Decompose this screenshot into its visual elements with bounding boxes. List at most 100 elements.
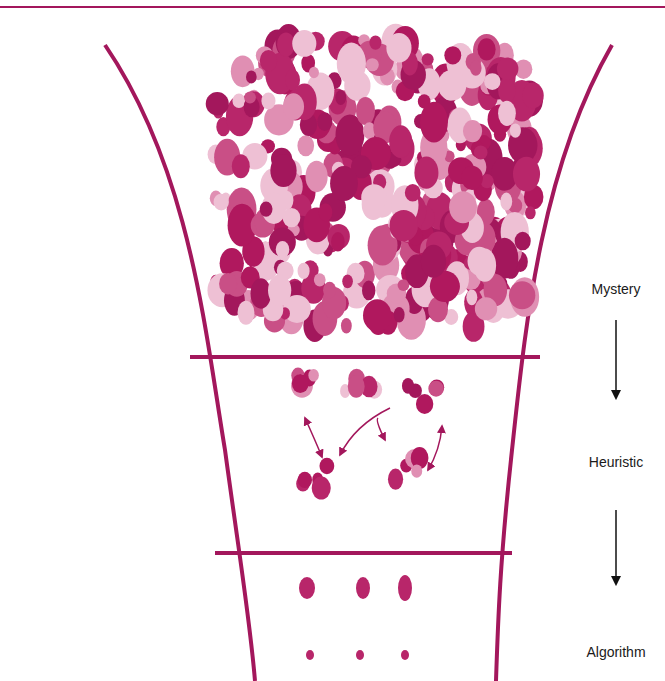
blob bbox=[475, 297, 497, 320]
blob bbox=[323, 282, 336, 299]
blob bbox=[356, 577, 370, 599]
blob bbox=[510, 124, 521, 138]
blob bbox=[428, 381, 443, 397]
blob bbox=[421, 245, 446, 278]
blob bbox=[219, 273, 237, 295]
blob bbox=[268, 274, 291, 306]
level-arrows bbox=[615, 320, 617, 584]
blob bbox=[401, 650, 409, 660]
blob bbox=[420, 102, 448, 143]
blob-group bbox=[206, 24, 544, 660]
blob bbox=[319, 458, 334, 474]
blob bbox=[438, 70, 467, 101]
blob bbox=[276, 241, 290, 258]
blob bbox=[335, 90, 346, 105]
blob bbox=[283, 93, 304, 120]
divider bbox=[190, 355, 540, 359]
blob bbox=[389, 210, 417, 241]
blob bbox=[449, 191, 477, 223]
blob bbox=[366, 58, 379, 71]
blob bbox=[270, 154, 296, 187]
blob bbox=[402, 378, 414, 394]
level-label: Algorithm bbox=[586, 644, 645, 660]
blob bbox=[348, 375, 365, 398]
blob bbox=[260, 50, 277, 71]
blob bbox=[298, 472, 313, 488]
blob bbox=[513, 157, 540, 192]
blob bbox=[246, 70, 257, 83]
blob bbox=[251, 278, 272, 308]
blob bbox=[261, 93, 275, 110]
blob bbox=[478, 38, 496, 60]
blob bbox=[337, 43, 366, 85]
blob bbox=[242, 91, 265, 117]
blob bbox=[298, 263, 310, 279]
blob bbox=[297, 135, 314, 156]
blob bbox=[525, 206, 536, 219]
blob bbox=[474, 145, 488, 159]
level-label: Mystery bbox=[592, 281, 641, 297]
blob bbox=[500, 193, 512, 211]
blob bbox=[312, 477, 331, 500]
blob bbox=[361, 184, 387, 210]
blob bbox=[389, 125, 412, 158]
blob bbox=[309, 67, 319, 78]
blob bbox=[474, 249, 497, 282]
blob bbox=[411, 464, 422, 477]
blob bbox=[441, 78, 459, 101]
blob bbox=[369, 35, 381, 49]
blob bbox=[356, 650, 364, 660]
blob bbox=[277, 33, 295, 57]
blob bbox=[498, 101, 516, 126]
blob bbox=[466, 289, 477, 305]
blob bbox=[461, 166, 483, 190]
blob bbox=[405, 184, 421, 202]
blob bbox=[331, 232, 345, 252]
blob bbox=[463, 120, 482, 142]
blob bbox=[319, 203, 333, 221]
top-rule bbox=[0, 6, 665, 8]
divider bbox=[215, 551, 512, 555]
blob bbox=[394, 307, 405, 322]
blob bbox=[447, 117, 460, 135]
blob bbox=[244, 92, 256, 104]
blob bbox=[484, 73, 500, 90]
level-label: Heuristic bbox=[589, 454, 643, 470]
blob bbox=[444, 46, 461, 64]
funnel-right bbox=[496, 45, 612, 681]
blob bbox=[470, 60, 482, 76]
blob bbox=[498, 78, 516, 104]
blob bbox=[292, 374, 309, 393]
blob bbox=[206, 92, 229, 115]
blob bbox=[260, 201, 273, 216]
blob bbox=[232, 154, 250, 178]
blob bbox=[497, 57, 519, 80]
blob bbox=[317, 112, 332, 131]
blob bbox=[214, 194, 229, 211]
blob bbox=[238, 301, 255, 325]
blob bbox=[515, 232, 531, 251]
blob bbox=[299, 577, 315, 599]
blob bbox=[509, 281, 535, 309]
cluster-arrows bbox=[305, 408, 442, 470]
blob bbox=[308, 369, 318, 382]
blob bbox=[330, 166, 358, 201]
funnel-left bbox=[105, 45, 255, 681]
blob bbox=[305, 161, 327, 193]
blob bbox=[422, 53, 434, 65]
blob bbox=[341, 318, 352, 333]
blob bbox=[356, 97, 375, 125]
blob bbox=[342, 274, 353, 288]
blob bbox=[306, 650, 314, 660]
blob bbox=[292, 30, 316, 57]
blob bbox=[362, 280, 375, 300]
blob bbox=[232, 94, 245, 108]
blob bbox=[522, 83, 544, 109]
blob bbox=[388, 469, 403, 490]
blob bbox=[414, 157, 438, 189]
blob bbox=[386, 33, 411, 62]
blob bbox=[363, 299, 391, 332]
blob bbox=[398, 575, 412, 601]
blob bbox=[314, 273, 326, 286]
